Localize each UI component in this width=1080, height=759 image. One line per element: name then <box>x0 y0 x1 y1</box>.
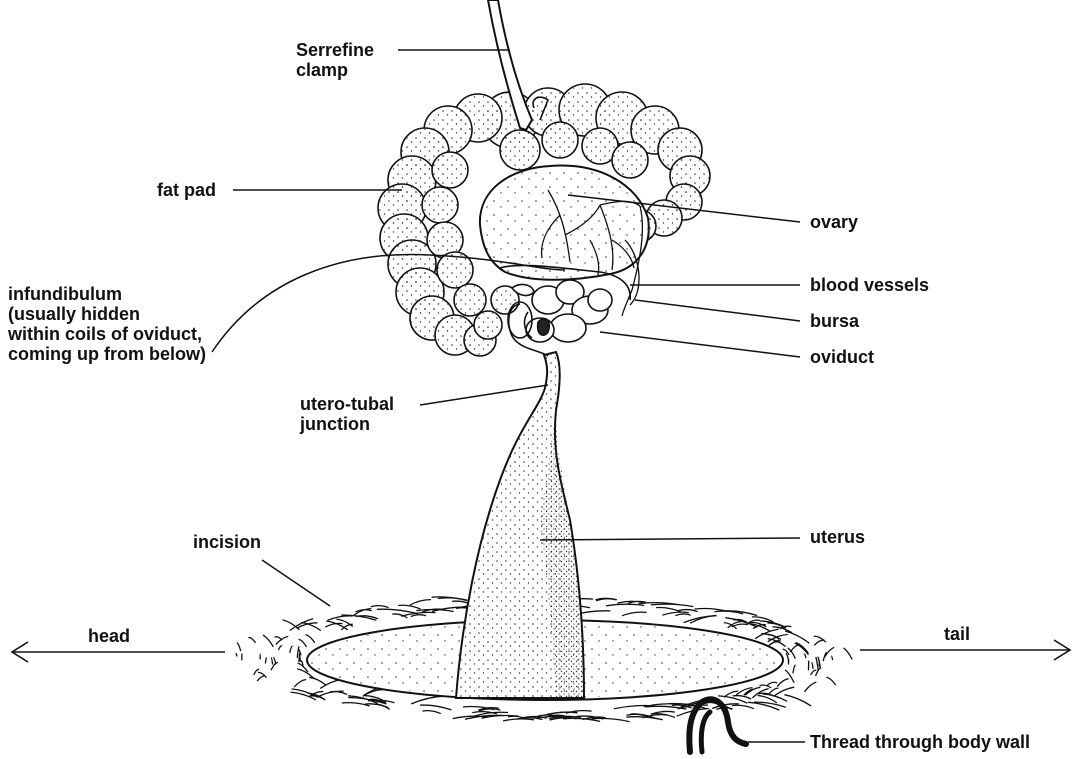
fur-stroke <box>769 688 778 694</box>
fur-stroke <box>760 685 772 688</box>
fur-stroke <box>826 677 835 685</box>
thread-label: Thread through body wall <box>810 732 1030 752</box>
fur-stroke <box>805 682 817 692</box>
fur-stroke <box>724 691 738 697</box>
fur-stroke <box>547 712 578 714</box>
incision-label: incision <box>193 532 261 552</box>
fur-stroke <box>678 610 697 612</box>
bursa-label: bursa <box>810 311 859 331</box>
uterus <box>456 352 584 698</box>
fur-stroke <box>811 670 817 675</box>
fur-stroke <box>422 711 441 714</box>
fur-stroke <box>732 705 754 708</box>
fur-stroke <box>819 661 820 666</box>
fur-stroke <box>294 680 306 688</box>
utero-tubal-junction-label: utero-tubal junction <box>300 394 394 434</box>
fur-stroke <box>306 635 315 643</box>
fur-stroke <box>309 677 326 685</box>
fur-stroke <box>675 614 690 616</box>
fur-stroke <box>398 605 420 609</box>
fur-stroke <box>377 609 418 614</box>
fur-stroke <box>777 679 789 687</box>
fur-stroke <box>411 696 444 704</box>
fur-stroke <box>622 612 647 616</box>
fur-stroke <box>804 654 806 658</box>
fur-stroke <box>273 657 275 664</box>
fur-stroke <box>265 658 266 664</box>
fur-stroke <box>566 711 592 714</box>
fur-stroke <box>236 654 237 657</box>
oviduct-label: oviduct <box>810 347 874 367</box>
uterus-label: uterus <box>810 527 865 547</box>
fur-stroke <box>844 648 853 660</box>
blood-vessels-label: blood vessels <box>810 275 929 295</box>
fur-stroke <box>271 658 273 665</box>
fur-stroke <box>410 600 431 606</box>
fur-stroke <box>248 637 255 642</box>
fur-stroke <box>793 665 796 674</box>
fur-stroke <box>606 604 644 606</box>
fur-stroke <box>263 635 273 647</box>
fur-stroke <box>767 682 777 685</box>
fur-stroke <box>814 640 824 645</box>
fur-stroke <box>503 719 534 721</box>
fur-stroke <box>748 702 779 710</box>
fur-stroke <box>237 643 241 652</box>
fur-stroke <box>651 604 694 606</box>
fur-stroke <box>784 695 811 706</box>
serrefine-clamp-label: Serrefine clamp <box>296 40 374 80</box>
infundibulum-label: infundibulum (usually hidden within coil… <box>8 284 206 364</box>
fur-stroke <box>411 615 426 617</box>
fur-stroke <box>795 643 809 655</box>
fur-stroke <box>823 652 826 661</box>
fat-pad-label: fat pad <box>157 180 216 200</box>
tail-label: tail <box>944 624 970 644</box>
oviduct-coils <box>508 280 612 356</box>
ovary-label: ovary <box>810 212 858 232</box>
fur-stroke <box>257 676 265 681</box>
fur-stroke <box>290 646 293 653</box>
fur-stroke <box>278 646 282 650</box>
fur-stroke <box>329 692 347 695</box>
fur-stroke <box>299 639 307 647</box>
fur-stroke <box>783 649 790 655</box>
fur-stroke <box>812 662 814 668</box>
fur-stroke <box>626 717 662 720</box>
head-label: head <box>88 626 130 646</box>
fur-stroke <box>656 607 681 611</box>
fur-stroke <box>831 656 832 660</box>
fur-stroke <box>420 705 451 710</box>
fur-stroke <box>371 606 389 608</box>
fur-stroke <box>785 631 809 643</box>
